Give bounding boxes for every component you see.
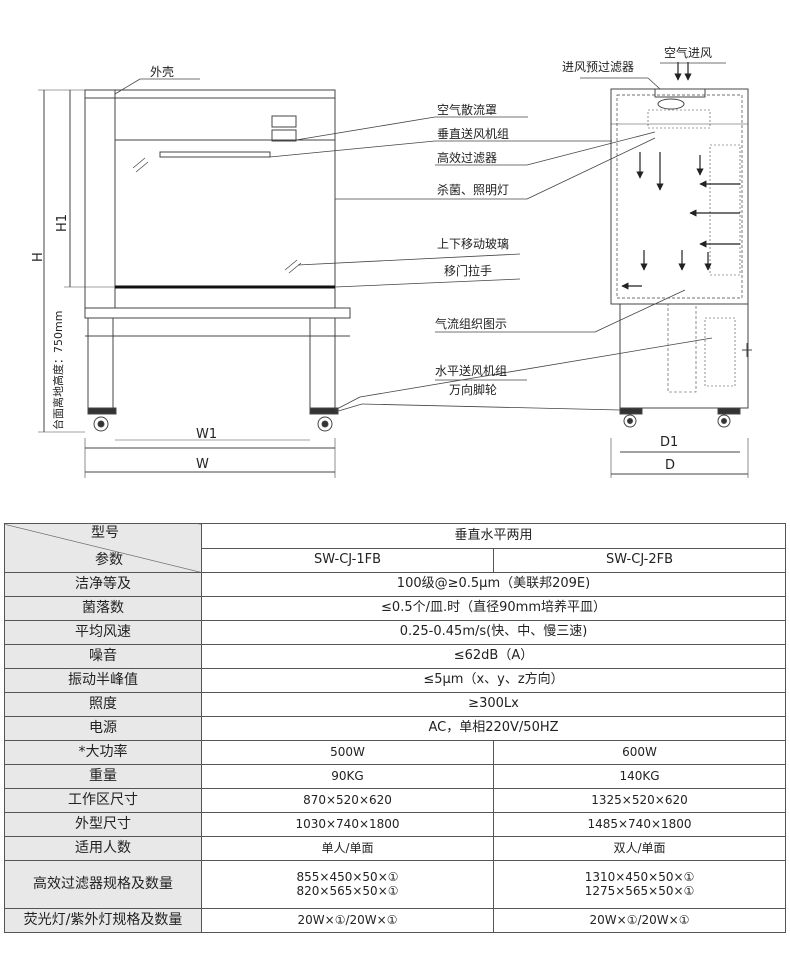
row-label: 平均风速 — [4, 620, 202, 645]
header-mode: 垂直水平两用 — [200, 523, 787, 549]
table-row: 荧光灯/紫外灯规格及数量 20W×①/20W×① 20W×①/20W×① — [4, 908, 787, 933]
row-value-model-1: 870×520×620 — [201, 788, 494, 813]
row-label: *大功率 — [4, 740, 202, 765]
bench-diagram: 外壳 进风预过滤器 空气进风 空气散流罩 垂直送风机组 高效过滤器 杀菌、照明灯… — [31, 45, 752, 478]
table-row: 照度 ≥300Lx — [4, 692, 787, 717]
row-label: 照度 — [4, 692, 202, 717]
row-value: ≥300Lx — [200, 692, 787, 717]
row-value-model-2: 20W×①/20W×① — [492, 908, 787, 933]
row-value-model-1: 20W×①/20W×① — [201, 908, 494, 933]
row-value-model-1: 500W — [201, 740, 494, 765]
header-param-label: 参数 — [95, 552, 123, 568]
filter-spec-line: 1275×565×50×① — [584, 883, 695, 898]
header-corner-cell: 型号 参数 — [4, 523, 202, 573]
table-row: 噪音 ≤62dB（A） — [4, 644, 787, 669]
label-airflow: 气流组织图示 — [435, 316, 507, 331]
row-label: 高效过滤器规格及数量 — [4, 860, 202, 909]
table-row: 适用人数 单人/单面 双人/单面 — [4, 836, 787, 861]
label-shell: 外壳 — [150, 65, 174, 79]
table-row: 洁净等及 100级@≥0.5μm（美联邦209E) — [4, 572, 787, 597]
label-w: W — [196, 457, 209, 472]
row-label: 工作区尺寸 — [4, 788, 202, 813]
label-air-intake: 空气进风 — [664, 45, 712, 60]
filter-spec-line: 855×450×50×① — [296, 870, 399, 885]
row-value-model-2: 双人/单面 — [492, 836, 787, 861]
label-h1: H1 — [55, 214, 70, 232]
label-diffuser: 空气散流罩 — [437, 102, 497, 117]
row-label: 振动半峰值 — [4, 668, 202, 693]
row-label: 电源 — [4, 716, 202, 741]
control-panel-bottom — [271, 129, 297, 142]
front-view — [38, 89, 351, 478]
table-row: 振动半峰值 ≤5μm（x、y、z方向） — [4, 668, 787, 693]
row-label: 适用人数 — [4, 836, 202, 861]
control-panel-top — [271, 115, 297, 128]
label-glass: 上下移动玻璃 — [437, 237, 509, 251]
label-w1: W1 — [196, 427, 217, 442]
diagram-labels: 外壳 进风预过滤器 空气进风 空气散流罩 垂直送风机组 高效过滤器 杀菌、照明灯… — [31, 45, 712, 473]
pre-filter — [654, 88, 706, 98]
row-label: 洁净等及 — [4, 572, 202, 597]
side-view — [610, 88, 752, 478]
row-value-model-1: 1030×740×1800 — [201, 812, 494, 837]
row-value: ≤0.5个/皿.时（直径90mm培养平皿） — [200, 596, 787, 621]
table-row: *大功率 500W 600W — [4, 740, 787, 765]
row-label: 重量 — [4, 764, 202, 789]
label-d1: D1 — [660, 435, 678, 450]
row-value-model-2: 1485×740×1800 — [492, 812, 787, 837]
front-caster-right — [317, 416, 333, 432]
row-label: 菌落数 — [4, 596, 202, 621]
table-row: 平均风速 0.25-0.45m/s(快、中、慢三速) — [4, 620, 787, 645]
row-value-model-1: 855×450×50×① 820×565×50×① — [201, 860, 494, 909]
row-value-model-2: 1310×450×50×① 1275×565×50×① — [492, 860, 787, 909]
side-cabinet — [610, 88, 749, 305]
label-handle: 移门拉手 — [444, 263, 492, 278]
spec-table: 型号 参数 垂直水平两用 SW-CJ-1FB SW-CJ-2FB 洁净等及 10… — [4, 523, 787, 933]
table-row: 重量 90KG 140KG — [4, 764, 787, 789]
fan-inlet — [657, 98, 685, 110]
label-caster: 万向脚轮 — [449, 382, 497, 397]
row-label: 噪音 — [4, 644, 202, 669]
label-h: H — [31, 252, 46, 262]
table-row: 高效过滤器规格及数量 855×450×50×① 820×565×50×① 131… — [4, 860, 787, 909]
filter-spec-line: 820×565×50×① — [296, 883, 399, 898]
label-horizontal-fan: 水平送风机组 — [435, 363, 507, 378]
front-caster-left — [93, 416, 109, 432]
lamp-bar — [159, 151, 271, 158]
leader-lines — [114, 62, 726, 413]
row-value: 100级@≥0.5μm（美联邦209E) — [200, 572, 787, 597]
header-model-label: 型号 — [91, 525, 119, 541]
table-row: 外型尺寸 1030×740×1800 1485×740×1800 — [4, 812, 787, 837]
label-vertical-fan: 垂直送风机组 — [437, 126, 509, 141]
cabinet-shell — [84, 89, 336, 309]
side-caster-left — [623, 414, 637, 428]
label-d: D — [665, 458, 675, 473]
row-value-model-2: 1325×520×620 — [492, 788, 787, 813]
row-value: AC，单相220V/50HZ — [200, 716, 787, 741]
label-pre-filter: 进风预过滤器 — [562, 60, 634, 74]
row-value-model-1: 90KG — [201, 764, 494, 789]
airflow-arrows — [621, 62, 740, 290]
table-row: 工作区尺寸 870×520×620 1325×520×620 — [4, 788, 787, 813]
row-value-model-1: 单人/单面 — [201, 836, 494, 861]
header-model-1: SW-CJ-1FB — [201, 548, 494, 573]
label-hepa: 高效过滤器 — [437, 150, 497, 165]
side-caster-right — [717, 414, 731, 428]
label-table-height: 台面离地高度：750mm — [51, 311, 65, 430]
table-row: 菌落数 ≤0.5个/皿.时（直径90mm培养平皿） — [4, 596, 787, 621]
row-label: 外型尺寸 — [4, 812, 202, 837]
label-lamp: 杀菌、照明灯 — [437, 182, 509, 197]
row-value: ≤5μm（x、y、z方向） — [200, 668, 787, 693]
filter-spec-line: 1310×450×50×① — [584, 870, 695, 885]
row-value-model-2: 140KG — [492, 764, 787, 789]
row-value: ≤62dB（A） — [200, 644, 787, 669]
row-value-model-2: 600W — [492, 740, 787, 765]
row-label: 荧光灯/紫外灯规格及数量 — [4, 908, 202, 933]
header-model-2: SW-CJ-2FB — [492, 548, 787, 573]
table-row: 电源 AC，单相220V/50HZ — [4, 716, 787, 741]
row-value: 0.25-0.45m/s(快、中、慢三速) — [200, 620, 787, 645]
